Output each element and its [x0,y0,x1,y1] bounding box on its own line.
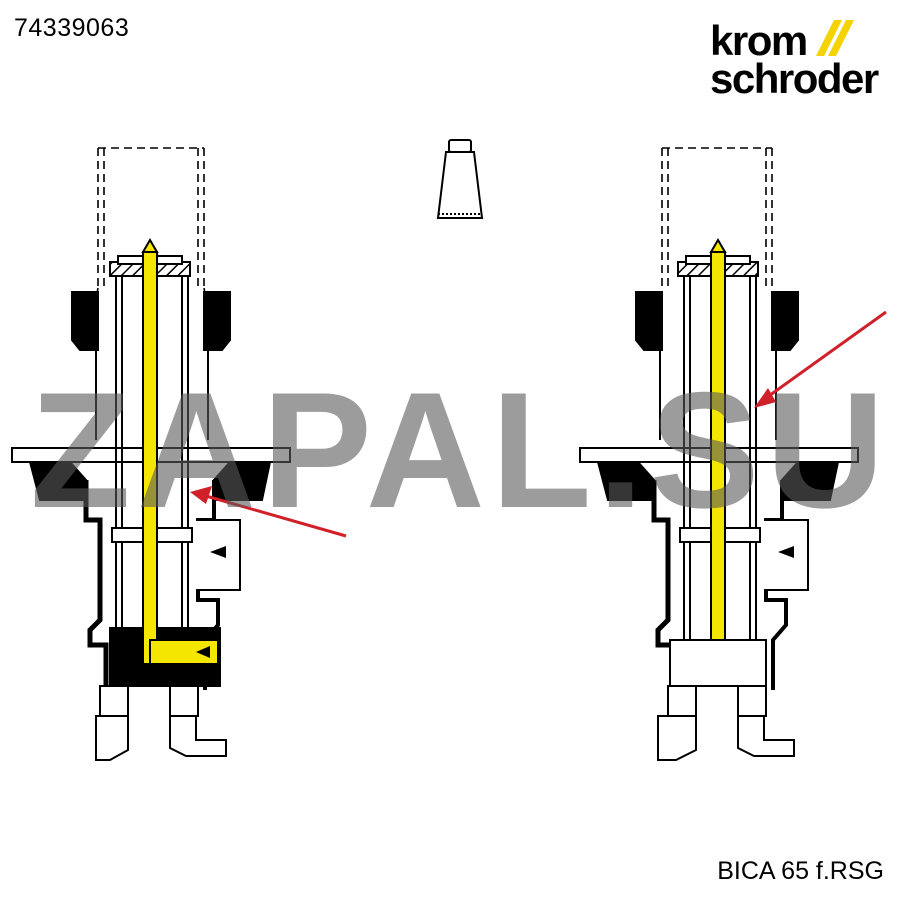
right-burner [579,147,859,761]
kromschroder-logo: krom schroder [706,14,896,100]
logo-slash-icon [816,20,854,56]
left-burner [11,147,291,761]
grease-tube-icon [436,139,484,219]
logo-line-2: schroder [710,55,879,102]
part-number: 74339063 [14,14,130,42]
drawing-caption: BICA 65 f.RSG [717,857,884,885]
red-arrow-pointer [190,310,887,538]
logo-line-1: krom [710,17,808,64]
flow-arrow-icon [210,546,226,558]
